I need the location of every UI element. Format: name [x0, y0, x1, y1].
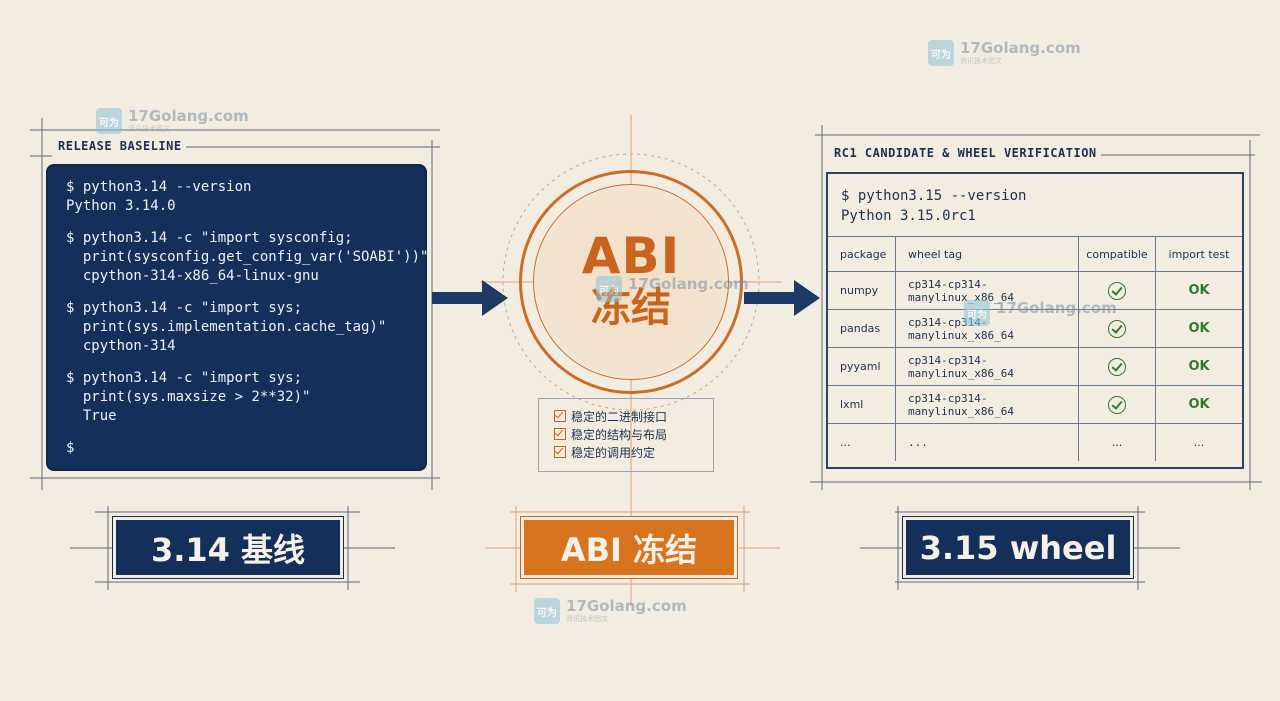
terminal-line: $: [66, 440, 75, 456]
import-status: OK: [1188, 359, 1210, 374]
left-panel-title: RELEASE BASELINE: [54, 139, 186, 153]
rc1-version-output: $ python3.15 --version Python 3.15.0rc1: [841, 186, 1026, 226]
watermark-logo-icon: 可为: [96, 108, 122, 134]
cell-wheel-tag: cp314-cp314-manylinux_x86_64: [895, 385, 1079, 424]
col-import-test: import test: [1155, 236, 1242, 272]
import-status: OK: [1188, 321, 1210, 336]
arrow-right-icon: [432, 280, 508, 316]
col-package: package: [828, 236, 896, 272]
check-icon: [1108, 395, 1126, 414]
terminal-line: $ python3.14 -c "import sysconfig;: [66, 230, 353, 246]
cell-import-test: OK: [1155, 309, 1242, 348]
watermark-logo-icon: 可为: [964, 300, 990, 326]
terminal-line: $ python3.14 -c "import sys;: [66, 370, 303, 386]
arrow-right-icon: [744, 280, 820, 316]
cell-package: lxml: [828, 385, 896, 424]
check-icon: [1108, 319, 1126, 338]
cell-package: pandas: [828, 309, 896, 348]
import-status: ...: [1193, 436, 1205, 449]
terminal-line: Python 3.14.0: [66, 198, 176, 214]
abi-checklist: 稳定的二进制接口 稳定的结构与布局 稳定的调用约定: [538, 398, 714, 472]
table-row: ............: [828, 423, 1242, 461]
wheel-table: package wheel tag compatible import test…: [828, 236, 1242, 461]
seal-label-abi: ABI: [581, 227, 681, 285]
terminal-gap: [66, 286, 425, 299]
checkbox-checked-icon: [554, 410, 566, 422]
watermark: 可为 17Golang.com: [596, 276, 749, 302]
rc1-output: Python 3.15.0rc1: [841, 208, 976, 224]
terminal-line: $ python3.14 -c "import sys;: [66, 300, 303, 316]
terminal-line: True: [66, 408, 117, 424]
cell-compatible: [1078, 347, 1156, 386]
cell-import-test: OK: [1155, 347, 1242, 386]
label-315-wheel: 3.15 wheel: [906, 520, 1130, 575]
import-status: OK: [1188, 397, 1210, 412]
checkbox-checked-icon: [554, 446, 566, 458]
watermark-logo-icon: 可为: [596, 276, 622, 302]
cell-compatible: ...: [1078, 423, 1156, 461]
checkbox-checked-icon: [554, 428, 566, 440]
cell-package: numpy: [828, 271, 896, 310]
import-status: OK: [1188, 283, 1210, 298]
terminal-line: print(sysconfig.get_config_var('SOABI'))…: [66, 249, 429, 265]
cell-wheel-tag: ...: [895, 423, 1079, 461]
terminal-gap: [66, 216, 425, 229]
watermark-logo-icon: 可为: [534, 598, 560, 624]
cell-import-test: ...: [1155, 423, 1242, 461]
cell-import-test: OK: [1155, 271, 1242, 310]
checklist-item: 稳定的结构与布局: [554, 426, 713, 444]
label-baseline: 3.14 基线: [116, 520, 340, 575]
cell-wheel-tag: cp314-cp314-manylinux_x86_64: [895, 347, 1079, 386]
cell-import-test: OK: [1155, 385, 1242, 424]
watermark-logo-icon: 可为: [928, 40, 954, 66]
terminal-line: cpython-314-x86_64-linux-gnu: [66, 268, 319, 284]
abi-seal-ring: [519, 170, 743, 394]
label-abi-freeze: ABI 冻结: [524, 520, 734, 575]
terminal-gap: [66, 356, 425, 369]
watermark: 可为 17Golang.com: [964, 300, 1117, 326]
cell-wheel-tag: cp314-cp314-manylinux_x86_64: [895, 271, 1079, 310]
terminal-gap: [66, 426, 425, 439]
checklist-item: 稳定的二进制接口: [554, 408, 713, 426]
check-icon: [1108, 357, 1126, 376]
terminal-line: $ python3.14 --version: [66, 179, 252, 195]
check-icon: [1108, 281, 1126, 300]
checklist-item: 稳定的调用约定: [554, 444, 713, 462]
rc1-command: $ python3.15 --version: [841, 188, 1027, 204]
col-wheel-tag: wheel tag: [895, 236, 1079, 272]
abi-seal-inner: [533, 184, 729, 380]
terminal-line: print(sys.maxsize > 2**32)": [66, 389, 311, 405]
cell-compatible: [1078, 385, 1156, 424]
cell-package: pyyaml: [828, 347, 896, 386]
cell-compatible: [1078, 271, 1156, 310]
col-compatible: compatible: [1078, 236, 1156, 272]
cell-compatible: [1078, 309, 1156, 348]
terminal-line: cpython-314: [66, 338, 176, 354]
terminal-line: print(sys.implementation.cache_tag)": [66, 319, 387, 335]
table-header-row: package wheel tag compatible import test: [828, 236, 1242, 272]
right-panel-title: RC1 CANDIDATE & WHEEL VERIFICATION: [830, 146, 1101, 160]
cell-package: ...: [828, 423, 896, 461]
